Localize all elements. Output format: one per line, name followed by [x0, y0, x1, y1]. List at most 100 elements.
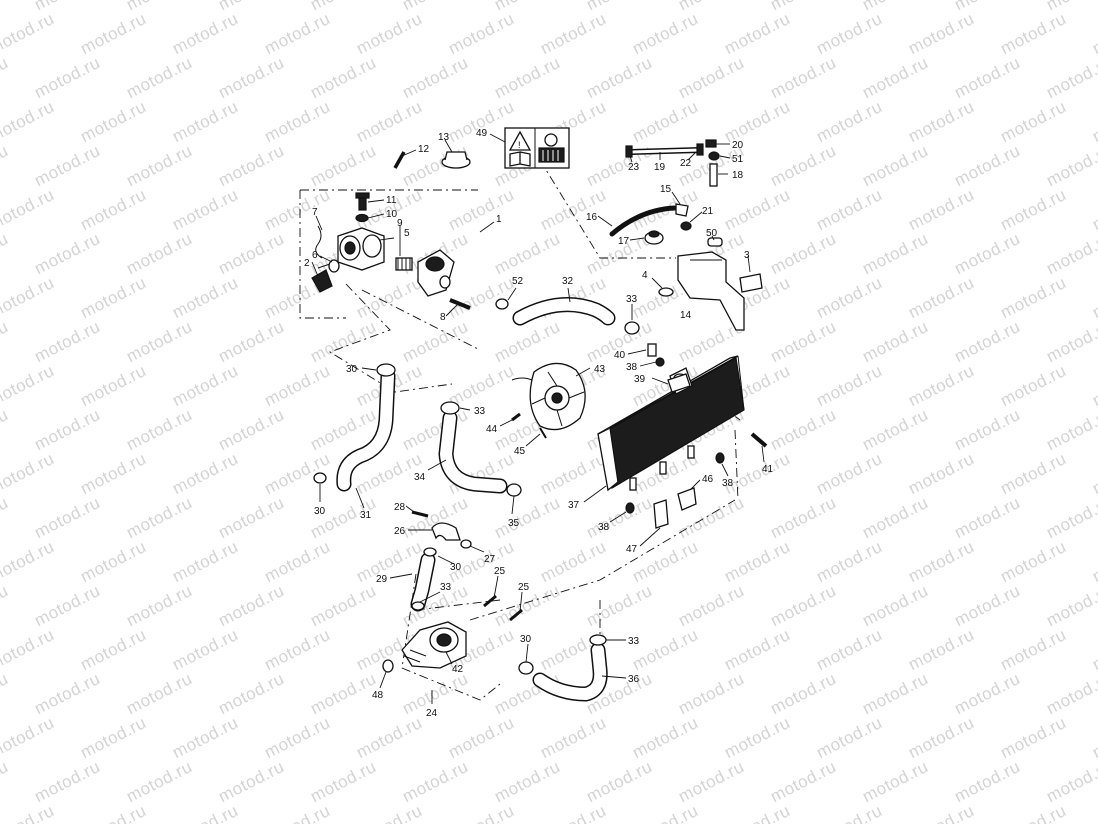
- callout-25a: 25: [494, 566, 506, 577]
- callout-50: 50: [706, 228, 718, 239]
- assembly-outline-lines: [299, 159, 741, 701]
- rubber-mount-46: [677, 487, 697, 511]
- callout-30a: 30: [346, 364, 358, 375]
- callout-24: 24: [426, 708, 438, 719]
- callout-31: 31: [360, 510, 372, 521]
- callout-51: 51: [732, 154, 744, 165]
- callout-49: 49: [476, 128, 488, 139]
- callout-21: 21: [702, 206, 714, 217]
- callout-44: 44: [486, 424, 498, 435]
- radiator-cap: [441, 151, 471, 169]
- mounting-bracket-47: [653, 499, 669, 529]
- thermostat-spring: [395, 257, 413, 271]
- callout-38b: 38: [722, 478, 734, 489]
- upper-radiator-hose: [512, 297, 616, 326]
- callout-32: 32: [562, 276, 574, 287]
- hose-clamp-33-small: [411, 601, 425, 611]
- water-outlet-elbow: [417, 249, 455, 297]
- callout-5: 5: [404, 228, 410, 239]
- fan-bolt-44: [511, 412, 521, 422]
- clamp-17: [644, 230, 664, 245]
- hose-clamp-20: [705, 139, 717, 148]
- callout-leader-lines: [311, 133, 765, 704]
- callout-18: 18: [732, 170, 744, 181]
- hose-clamp-33-lower: [589, 634, 607, 646]
- callout-33c: 33: [440, 582, 452, 593]
- fan-screw-45: [539, 427, 547, 439]
- callout-37: 37: [568, 500, 580, 511]
- callout-41: 41: [762, 464, 774, 475]
- callout-33b: 33: [474, 406, 486, 417]
- callout-15: 15: [660, 184, 672, 195]
- hose-clamp-30-lower-right: [518, 661, 534, 675]
- thermostat-housing: [337, 227, 385, 271]
- breather-hose-16: [609, 205, 677, 237]
- callout-40: 40: [614, 350, 626, 361]
- overflow-hose-19: [627, 147, 703, 155]
- callout-12: 12: [418, 144, 430, 155]
- elbow-pipe-26: [431, 522, 461, 541]
- stud-bolt: [393, 151, 406, 169]
- hose-fitting-15: [675, 203, 689, 217]
- callout-33a: 33: [626, 294, 638, 305]
- callout-numbers: 1 2 3 4 5 6 7 8 9 10 11 12 13 14 15 16 1…: [304, 128, 774, 719]
- hose-clamp-33-upper: [624, 321, 640, 335]
- callout-46: 46: [702, 474, 714, 485]
- hose-clamp-52: [495, 298, 509, 310]
- coolant-hose-34: [438, 410, 508, 494]
- o-ring-48: [382, 659, 394, 673]
- callout-1: 1: [496, 214, 502, 225]
- washer-51: [708, 151, 720, 161]
- callout-17: 17: [618, 236, 630, 247]
- callout-4: 4: [642, 270, 648, 281]
- coolant-hose-31: [336, 368, 396, 492]
- bolt-28: [411, 510, 429, 518]
- callout-6: 6: [312, 250, 318, 261]
- callout-42: 42: [452, 664, 464, 675]
- reservoir-bracket-clip: [739, 273, 763, 293]
- callout-23: 23: [628, 162, 640, 173]
- callout-39: 39: [634, 374, 646, 385]
- callout-34: 34: [414, 472, 426, 483]
- callout-27: 27: [484, 554, 496, 565]
- bolt-11: [355, 192, 370, 211]
- svg-text:!: !: [518, 140, 521, 150]
- callout-52: 52: [512, 276, 524, 287]
- hose-clamp-22: [696, 143, 704, 156]
- hose-clamp-30-lower: [313, 472, 327, 484]
- callout-16: 16: [586, 212, 598, 223]
- callout-19: 19: [654, 162, 666, 173]
- nut-38-right: [715, 452, 725, 464]
- callout-35: 35: [508, 518, 520, 529]
- callout-14: 14: [680, 310, 692, 321]
- coolant-reservoir-tank: [677, 251, 745, 331]
- nut-38-bottom: [625, 502, 635, 514]
- radiator-cap-icon: [538, 133, 565, 163]
- hose-18: [709, 163, 718, 187]
- callout-25b: 25: [518, 582, 530, 593]
- callout-26: 26: [394, 526, 406, 537]
- callout-3: 3: [744, 250, 750, 261]
- warning-label: !: [504, 127, 570, 169]
- coolant-hose-36: [532, 642, 608, 702]
- triangle-warning-icon: !: [508, 130, 532, 151]
- washer-10: [355, 213, 369, 223]
- callout-13: 13: [438, 132, 450, 143]
- bolt-40: [647, 343, 657, 357]
- coolant-hose-29: [410, 552, 436, 612]
- reservoir-cap: [707, 237, 723, 247]
- callout-48: 48: [372, 690, 384, 701]
- callout-47: 47: [626, 544, 638, 555]
- nut-38-top: [655, 357, 665, 367]
- callout-33d: 33: [628, 636, 640, 647]
- manual-book-icon: [509, 151, 531, 167]
- bracket-39: [667, 373, 691, 393]
- callout-30c: 30: [450, 562, 462, 573]
- water-pump-housing: [401, 621, 467, 669]
- callout-22: 22: [680, 158, 692, 169]
- callout-10: 10: [386, 209, 398, 220]
- hose-clamp-35: [506, 483, 522, 497]
- callout-2: 2: [304, 258, 310, 269]
- callout-30d: 30: [520, 634, 532, 645]
